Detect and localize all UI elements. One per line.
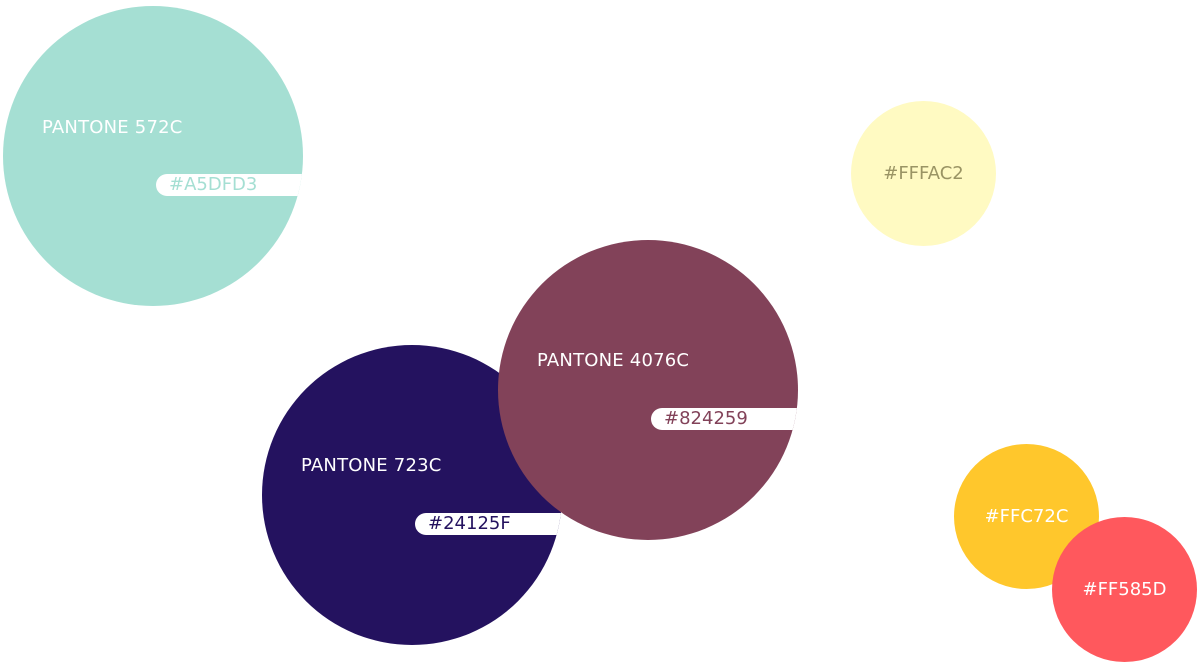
swatch-pantone-4076c: PANTONE 4076C #824259: [498, 240, 798, 540]
swatch-hex-label: #FFFAC2: [883, 163, 964, 184]
swatch-name: PANTONE 4076C: [537, 350, 690, 371]
swatch-hex-label: #FF585D: [1082, 579, 1167, 600]
swatch-hex-tag: #824259: [651, 408, 798, 430]
swatch-hex-tag: #A5DFD3: [156, 174, 303, 196]
swatch-fffac2: #FFFAC2: [851, 101, 996, 246]
swatch-hex-tag: #24125F: [415, 513, 562, 535]
swatch-name: PANTONE 572C: [42, 117, 183, 138]
swatch-pantone-572c: PANTONE 572C #A5DFD3: [3, 6, 303, 306]
swatch-ff585d: #FF585D: [1052, 517, 1197, 662]
swatch-name: PANTONE 723C: [301, 455, 442, 476]
swatch-hex-label: #FFC72C: [984, 506, 1069, 527]
